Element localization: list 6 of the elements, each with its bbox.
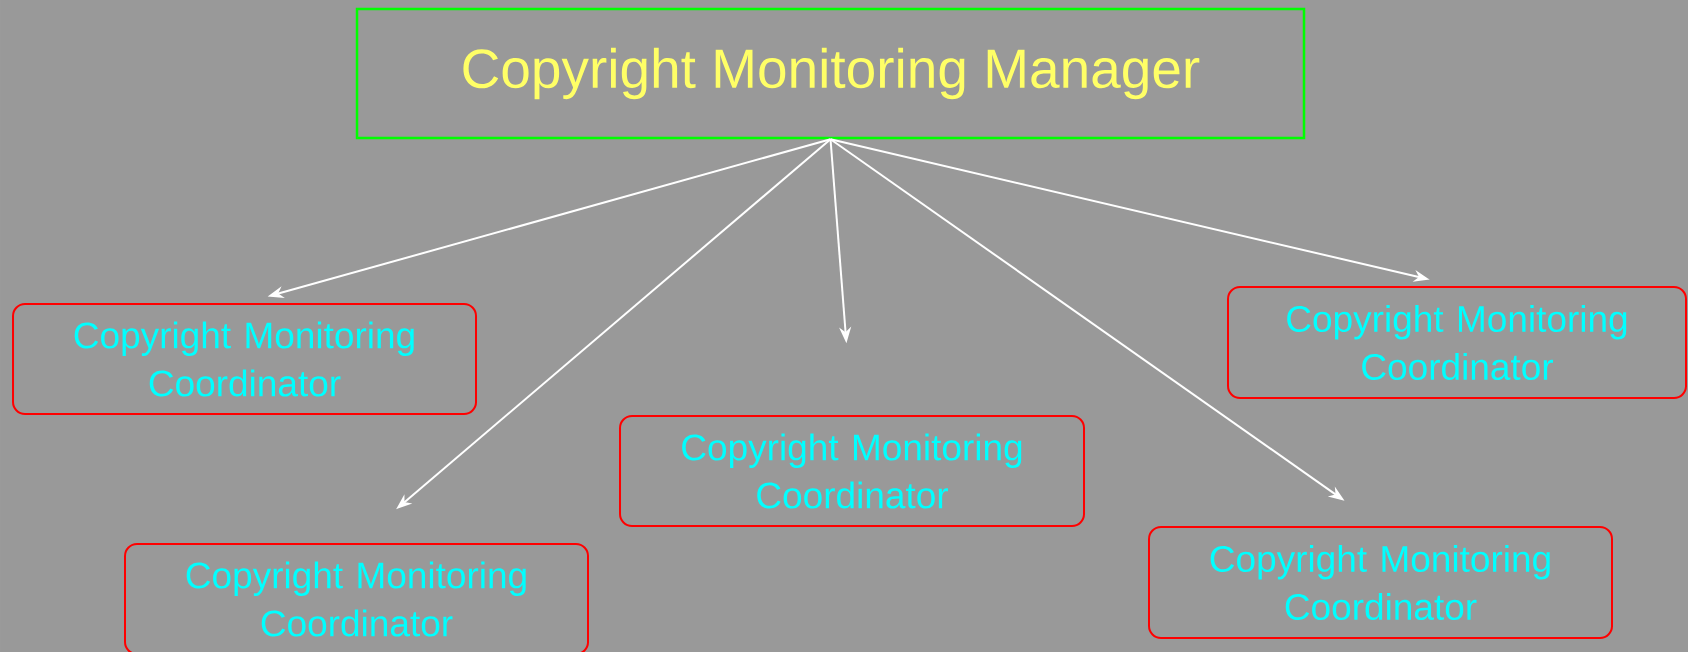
role-box: Copyright Monitoring Coordinator <box>12 303 477 415</box>
role-box: Copyright Monitoring Coordinator <box>124 543 589 652</box>
role-box: Copyright Monitoring Coordinator <box>1227 286 1687 399</box>
role-box: Copyright Monitoring Coordinator <box>1148 526 1613 639</box>
role-box: Copyright Monitoring Coordinator <box>619 415 1085 527</box>
title-box: Copyright Monitoring Manager <box>355 7 1306 140</box>
